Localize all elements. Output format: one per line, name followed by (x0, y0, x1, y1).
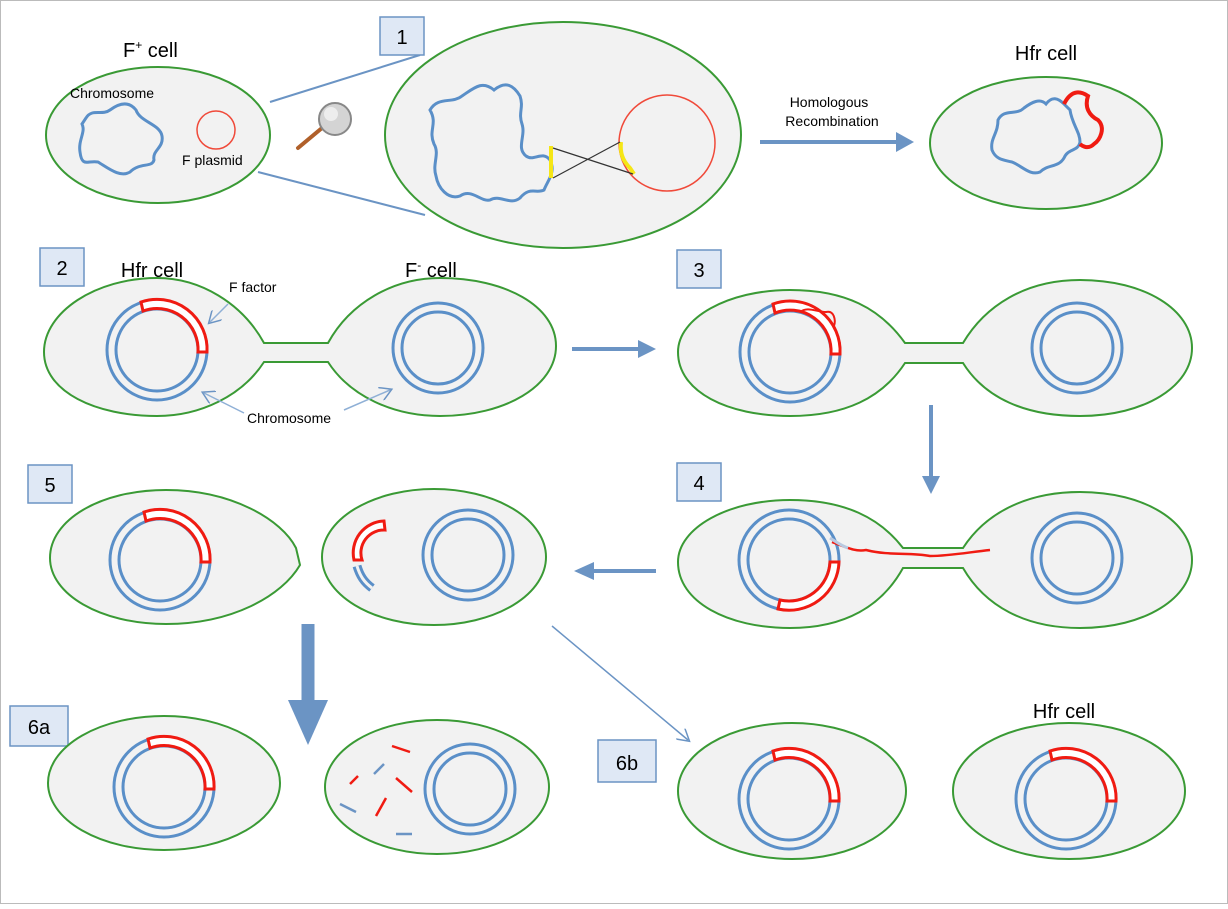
row2-fminus-chromosome-inner (400, 310, 476, 386)
zoom-recombination-cell (384, 21, 742, 249)
zoom-line-top (269, 54, 421, 103)
row2-fminus-title: F- cell (405, 258, 457, 282)
row2-fminus-chromosome-outer (391, 301, 485, 395)
step5-recipient-chromosome-inner (430, 517, 506, 593)
step4-strand-origin (829, 536, 849, 550)
step3-fminus-chromosome-inner (1039, 310, 1115, 386)
row2-chromosome-label: Chromosome (247, 410, 331, 426)
row2-cells-body (42, 276, 558, 418)
step-5-box (27, 464, 73, 504)
step-6b-label: 6b (597, 739, 657, 783)
crossover-line-2 (552, 141, 621, 179)
recombination-arrow: Homologous Recombination (760, 94, 914, 152)
step5-f-factor (142, 507, 212, 564)
zoom-cell-body (384, 21, 742, 249)
step6a-recipient-chromosome-inner (432, 751, 508, 827)
arrow-4-to-5 (574, 562, 656, 580)
step-4-box (676, 462, 722, 502)
svg-text:5: 5 (44, 475, 55, 497)
step-2-box (39, 247, 85, 287)
svg-text:Recombination: Recombination (785, 113, 878, 129)
step5-hfr-cell (48, 488, 302, 626)
step6b-recipient-cell-body (677, 722, 907, 860)
step6b-recipient-f-factor (771, 746, 841, 803)
row1-hfr-cell-body (929, 76, 1163, 210)
zoom-line-bottom (257, 171, 426, 216)
row1-hfr-cell: Hfr cell (929, 43, 1163, 210)
step6b-hfr-cell: Hfr cell (952, 701, 1186, 860)
step-3-label: 3 (676, 249, 722, 289)
step3-nicked-strand (799, 308, 836, 327)
step3-f-factor (771, 299, 842, 356)
step-4-label: 4 (676, 462, 722, 502)
step-6b-box (597, 739, 657, 783)
step5-hfr-cell-body (48, 488, 302, 626)
step6a-recipient-chromosome-outer (423, 742, 517, 836)
svg-text:1: 1 (396, 27, 407, 49)
step6b-hfr-cell-body (952, 722, 1186, 860)
plasmid-crossover-site (618, 141, 636, 176)
step6b-recipient-cell (677, 722, 907, 860)
fplus-chromosome (78, 102, 164, 176)
crossover-line-1 (552, 147, 634, 175)
step6b-hfr-f-factor (1048, 746, 1118, 803)
step3-fminus-chromosome-outer (1030, 301, 1124, 395)
step-6a-label: 6a (9, 705, 69, 747)
arrow-2-to-3 (572, 340, 656, 358)
fplus-cell: F+ cell Chromosome F plasmid (45, 38, 271, 204)
step6a-recipient-cell (324, 719, 550, 855)
step4-mating-pair (676, 490, 1194, 630)
step5-recipient-chromosome-outer (421, 508, 515, 602)
ffactor-pointer (210, 303, 229, 322)
fplus-plasmid (196, 110, 236, 150)
step4-transferring-strand (831, 540, 991, 558)
step6a-hfr-cell (47, 715, 281, 851)
step-5-label: 5 (27, 464, 73, 504)
integrated-f-factor (1062, 90, 1104, 150)
step-3-box (676, 249, 722, 289)
step-6a-box (9, 705, 69, 747)
step4-f-factor (776, 560, 841, 612)
arrow-5-to-6a (288, 624, 328, 745)
step5-recipient-cell (321, 488, 547, 626)
row2-step3-cells-body (676, 278, 1194, 418)
plasmid-label: F plasmid (182, 152, 243, 168)
step6a-hfr-cell-body (47, 715, 281, 851)
arrow-5-to-6b (551, 625, 688, 740)
row1-hfr-chromosome (990, 97, 1082, 175)
row2-step3-pair (676, 278, 1194, 418)
step-2-label: 2 (39, 247, 85, 287)
svg-text:4: 4 (693, 473, 704, 495)
step4-fminus-chromosome-outer (1030, 511, 1124, 605)
step-1-box (379, 16, 425, 56)
svg-text:2: 2 (56, 258, 67, 280)
magnifier-icon (296, 102, 352, 150)
svg-text:3: 3 (693, 260, 704, 282)
ffactor-label: F factor (229, 279, 277, 295)
fplus-title: F+ cell (123, 38, 178, 62)
row2-f-factor (139, 297, 209, 354)
chromosome-pointer-left (204, 393, 245, 414)
row1-hfr-title: Hfr cell (1015, 43, 1077, 65)
step-1-label: 1 (379, 16, 425, 56)
step6b-hfr-title: Hfr cell (1033, 701, 1095, 723)
degraded-dna-fragments (339, 744, 413, 836)
arrow-3-to-4 (922, 405, 940, 494)
step4-fminus-chromosome-inner (1039, 520, 1115, 596)
svg-text:Homologous: Homologous (790, 94, 869, 110)
row2-mating-pair: Hfr cell F- cell F factor Chromosome (42, 258, 558, 426)
step6a-recipient-cell-body (324, 719, 550, 855)
step4-cells-body (676, 490, 1194, 630)
chromosome-pointer-right (343, 390, 390, 411)
svg-text:6a: 6a (28, 717, 51, 739)
chromosome-label: Chromosome (70, 85, 154, 101)
svg-text:6b: 6b (616, 753, 638, 775)
fplus-cell-body (45, 66, 271, 204)
step6a-f-factor (146, 734, 216, 791)
row2-hfr-title: Hfr cell (121, 260, 183, 282)
step5-transferred-f-segment (351, 519, 387, 562)
